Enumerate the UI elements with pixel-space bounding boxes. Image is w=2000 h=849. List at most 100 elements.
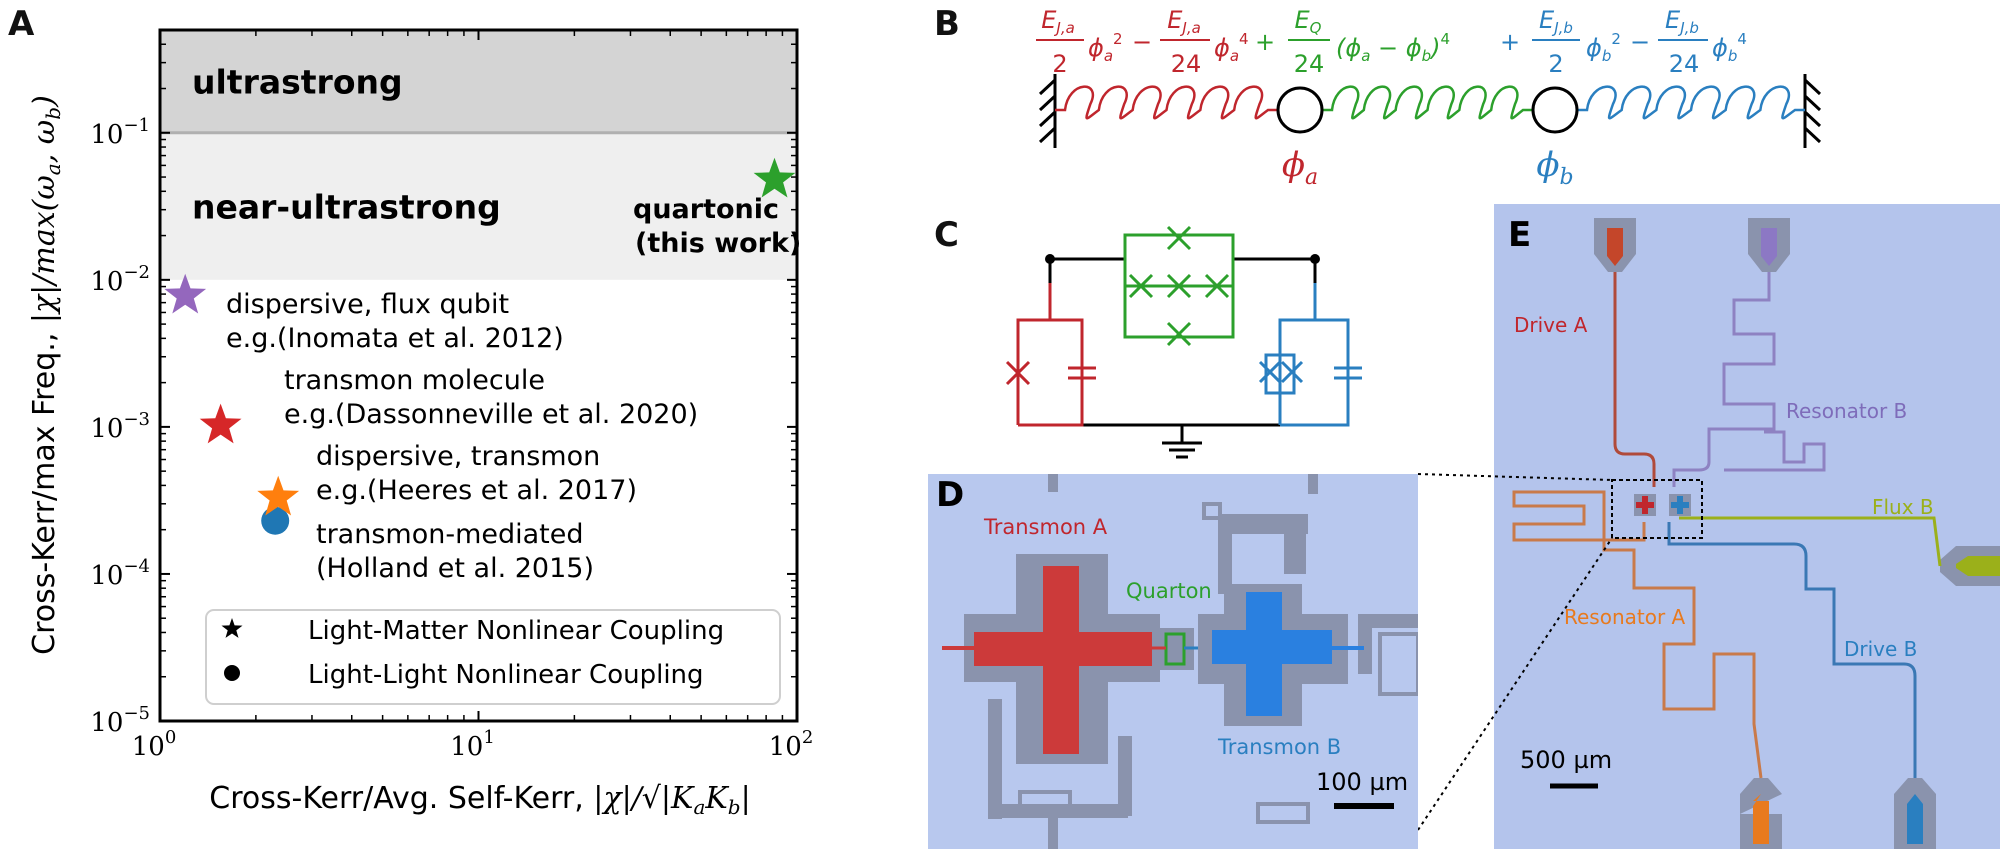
label-flux-b: Flux B — [1872, 495, 1934, 519]
region-label: near-ultrastrong — [192, 187, 501, 226]
point-annotation: quartonic — [633, 194, 779, 225]
qubit-micrograph: Transmon A Quarton Transmon B 100 µm D — [928, 474, 1418, 849]
x-tick-label: 100 — [132, 727, 177, 762]
right-wall — [1803, 74, 1822, 148]
coupled-oscillator-diagram: EJ,a 2 ϕa2 − EJ,a 24 ϕa4 + EQ 24 (ϕa − ϕ… — [1036, 6, 1822, 190]
svg-text:ϕa4: ϕa4 — [1214, 30, 1249, 65]
label-drive-a: Drive A — [1514, 313, 1588, 337]
point-annotation: dispersive, transmon — [316, 441, 600, 472]
qubit-pair-overview — [1634, 494, 1691, 516]
x-tick-label: 102 — [769, 727, 814, 762]
point-annotation: (this work) — [635, 228, 801, 259]
data-point-star — [199, 403, 242, 444]
svg-text:+: + — [1500, 28, 1520, 56]
data-point-circle — [261, 506, 290, 535]
region-ultrastrong — [160, 30, 797, 133]
label-transmon-a: Transmon A — [983, 515, 1108, 539]
port-flux-b — [1940, 546, 2000, 586]
svg-text:EJ,a: EJ,a — [1167, 6, 1201, 37]
svg-text:+: + — [1255, 28, 1275, 56]
svg-text:ϕb2: ϕb2 — [1586, 30, 1621, 65]
label-quarton: Quarton — [1126, 579, 1212, 603]
hamiltonian-equation: EJ,a 2 ϕa2 − EJ,a 24 ϕa4 + EQ 24 (ϕa − ϕ… — [1036, 6, 1747, 78]
data-point-star — [164, 273, 207, 314]
spring-quarton — [1322, 85, 1533, 120]
line-resonator-b — [1672, 272, 1776, 487]
point-annotation: e.g.(Inomata et al. 2012) — [226, 323, 564, 354]
transmon-a-pad — [942, 554, 1160, 764]
scale-bar-e-label: 500 µm — [1520, 746, 1612, 774]
panel-label-b: B — [934, 4, 960, 44]
point-annotation: transmon molecule — [284, 365, 545, 396]
label-transmon-b: Transmon B — [1217, 735, 1341, 759]
y-tick-label: 10−2 — [90, 262, 150, 297]
line-flux-b — [1679, 516, 1942, 567]
cross-kerr-chart: ultrastrong near-ultrastrong 100 101 102 10−… — [27, 28, 814, 819]
panel-label-a: A — [8, 4, 35, 44]
legend-label: Light-Matter Nonlinear Coupling — [308, 616, 724, 646]
data-point-star — [753, 157, 796, 198]
line-drive-a — [1613, 272, 1656, 487]
svg-text:2: 2 — [1548, 50, 1563, 78]
point-annotation: e.g.(Dassonneville et al. 2020) — [284, 399, 698, 430]
left-wall — [1038, 74, 1057, 148]
svg-text:EJ,b: EJ,b — [1539, 6, 1573, 37]
chip-micrograph: Drive A Resonator B Flux B Resonator A D… — [1494, 204, 2000, 849]
legend-star-icon — [221, 618, 243, 638]
phi-b-label: ϕb — [1536, 145, 1573, 190]
svg-text:2: 2 — [1052, 50, 1067, 78]
spring-a — [1055, 85, 1278, 120]
port-resonator-b — [1748, 218, 1790, 272]
point-annotation: (Holland et al. 2015) — [316, 553, 594, 584]
x-axis-title: Cross-Kerr/Avg. Self-Kerr, |χ|/√|KaKb| — [209, 781, 750, 819]
spring-b — [1577, 85, 1805, 120]
x-tick-label: 101 — [450, 727, 495, 762]
legend-circle-icon — [224, 665, 240, 681]
transmon-b-element — [1258, 283, 1362, 427]
svg-text:EQ: EQ — [1295, 6, 1322, 37]
y-tick-label: 10−4 — [90, 556, 150, 591]
region-label: ultrastrong — [192, 62, 403, 101]
panel-label-c: C — [934, 215, 959, 255]
region-near-ultrastrong — [160, 132, 797, 280]
scale-bar-d-label: 100 µm — [1316, 768, 1408, 796]
quarton-element — [1123, 225, 1235, 347]
y-axis-title: Cross-Kerr/max Freq., |χ|/max(ωa, ωb) — [27, 95, 65, 655]
point-annotation: dispersive, flux qubit — [226, 289, 509, 320]
port-drive-b — [1894, 778, 1936, 849]
mass-b — [1531, 86, 1579, 134]
zoom-box — [1611, 479, 1703, 539]
svg-text:EJ,a: EJ,a — [1041, 6, 1075, 37]
label-resonator-b: Resonator B — [1786, 399, 1907, 423]
panel-label-d: D — [936, 475, 964, 515]
phi-a-label: ϕa — [1282, 145, 1318, 190]
line-resonator-a — [1512, 490, 1763, 779]
svg-text:24: 24 — [1171, 50, 1202, 78]
top-wire — [1048, 257, 1125, 283]
y-tick-label: 10−1 — [90, 115, 150, 150]
y-tick-label: 10−5 — [90, 703, 150, 738]
y-tick-label: 10−3 — [90, 409, 150, 444]
svg-text:24: 24 — [1669, 50, 1700, 78]
quarton-circuit — [1005, 225, 1362, 459]
legend: Light-Matter Nonlinear CouplingLight-Lig… — [205, 609, 781, 705]
data-point-star — [257, 475, 300, 516]
line-drive-b — [1667, 522, 1917, 778]
svg-text:24: 24 — [1294, 50, 1325, 78]
port-drive-a — [1594, 218, 1636, 272]
legend-box — [205, 609, 781, 705]
svg-text:ϕa2: ϕa2 — [1088, 30, 1123, 65]
svg-text:−: − — [1630, 28, 1650, 56]
label-resonator-a: Resonator A — [1564, 605, 1686, 629]
transmon-a-element — [1005, 283, 1096, 427]
point-annotation: transmon-mediated — [316, 519, 584, 550]
svg-text:−: − — [1132, 28, 1152, 56]
line-resonator-b-stub — [1724, 430, 1826, 472]
quarton-junction — [1152, 628, 1218, 670]
svg-text:EJ,b: EJ,b — [1665, 6, 1699, 37]
port-resonator-a — [1740, 778, 1782, 849]
label-drive-b: Drive B — [1844, 637, 1917, 661]
panel-label-e: E — [1508, 215, 1531, 255]
svg-text:ϕb4: ϕb4 — [1712, 30, 1747, 65]
legend-label: Light-Light Nonlinear Coupling — [308, 660, 704, 690]
